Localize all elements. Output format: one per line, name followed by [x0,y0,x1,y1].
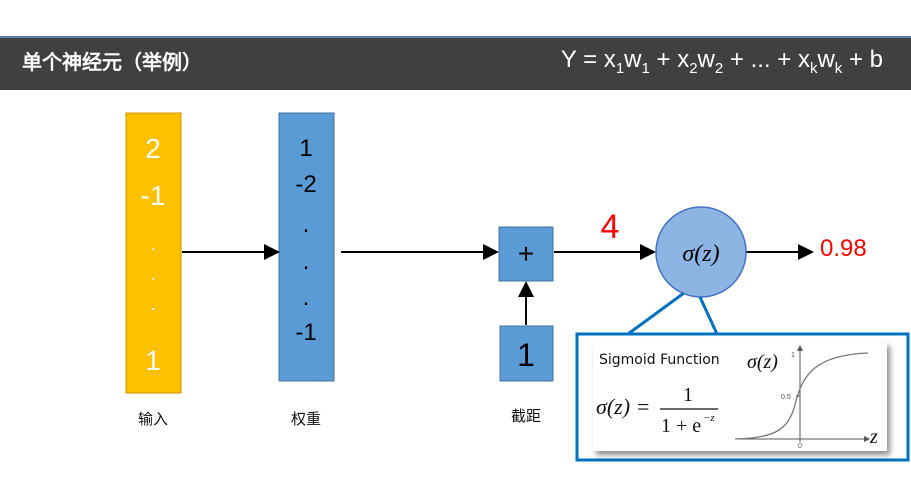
weight-value: . [303,284,310,311]
sigmoid-curve [734,352,869,440]
sum-node [498,226,554,282]
weight-vector [278,112,335,382]
sum-result: 4 [601,208,620,246]
callout-title: Sigmoid Function [599,352,720,368]
weight-value: -2 [295,171,316,198]
bias-value: 1 [517,337,535,373]
weight-label: 权重 [291,410,321,428]
weight-value: -1 [295,319,316,346]
tick-label: 1 [791,352,795,359]
callout-pointer [627,291,719,336]
plus-symbol: + [518,238,534,269]
linear-formula: Y = x1w1 + x2w2 + ... + xkwk + b [560,46,883,77]
bias-label: 截距 [511,407,541,425]
sigmoid-numerator: 1 [683,384,693,406]
tick-label: 0.5 [781,394,791,401]
weight-value: . [303,211,310,238]
sigmoid-image [593,342,887,451]
input-value: . [150,234,155,254]
weight-value: 1 [299,135,312,162]
sigmoid-plot: 0.5 1 0 [734,345,870,450]
input-value: 2 [145,133,161,164]
sigmoid-denominator: 1 + e [661,415,701,437]
slide-title: 单个神经元（举例） [22,50,202,74]
tick-label: 0 [798,443,802,450]
bias-node [499,325,554,382]
output-value: 0.98 [820,235,867,262]
input-value: 1 [145,345,161,376]
sigmoid-exponent: −z [703,412,715,424]
plot-ylabel: σ(z) [747,351,778,373]
sigmoid-lhs: σ(z) = [596,394,650,419]
input-value: . [150,294,155,314]
header-bar: 单个神经元（举例） Y = x1w1 + x2w2 + ... + xkwk +… [0,36,911,90]
input-value: -1 [141,180,166,211]
input-vector [125,112,182,394]
input-label: 输入 [138,410,168,428]
input-value: . [150,264,155,284]
activation-symbol: σ(z) [682,241,719,267]
plot-xlabel: z [869,426,878,448]
weight-value: . [303,248,310,275]
